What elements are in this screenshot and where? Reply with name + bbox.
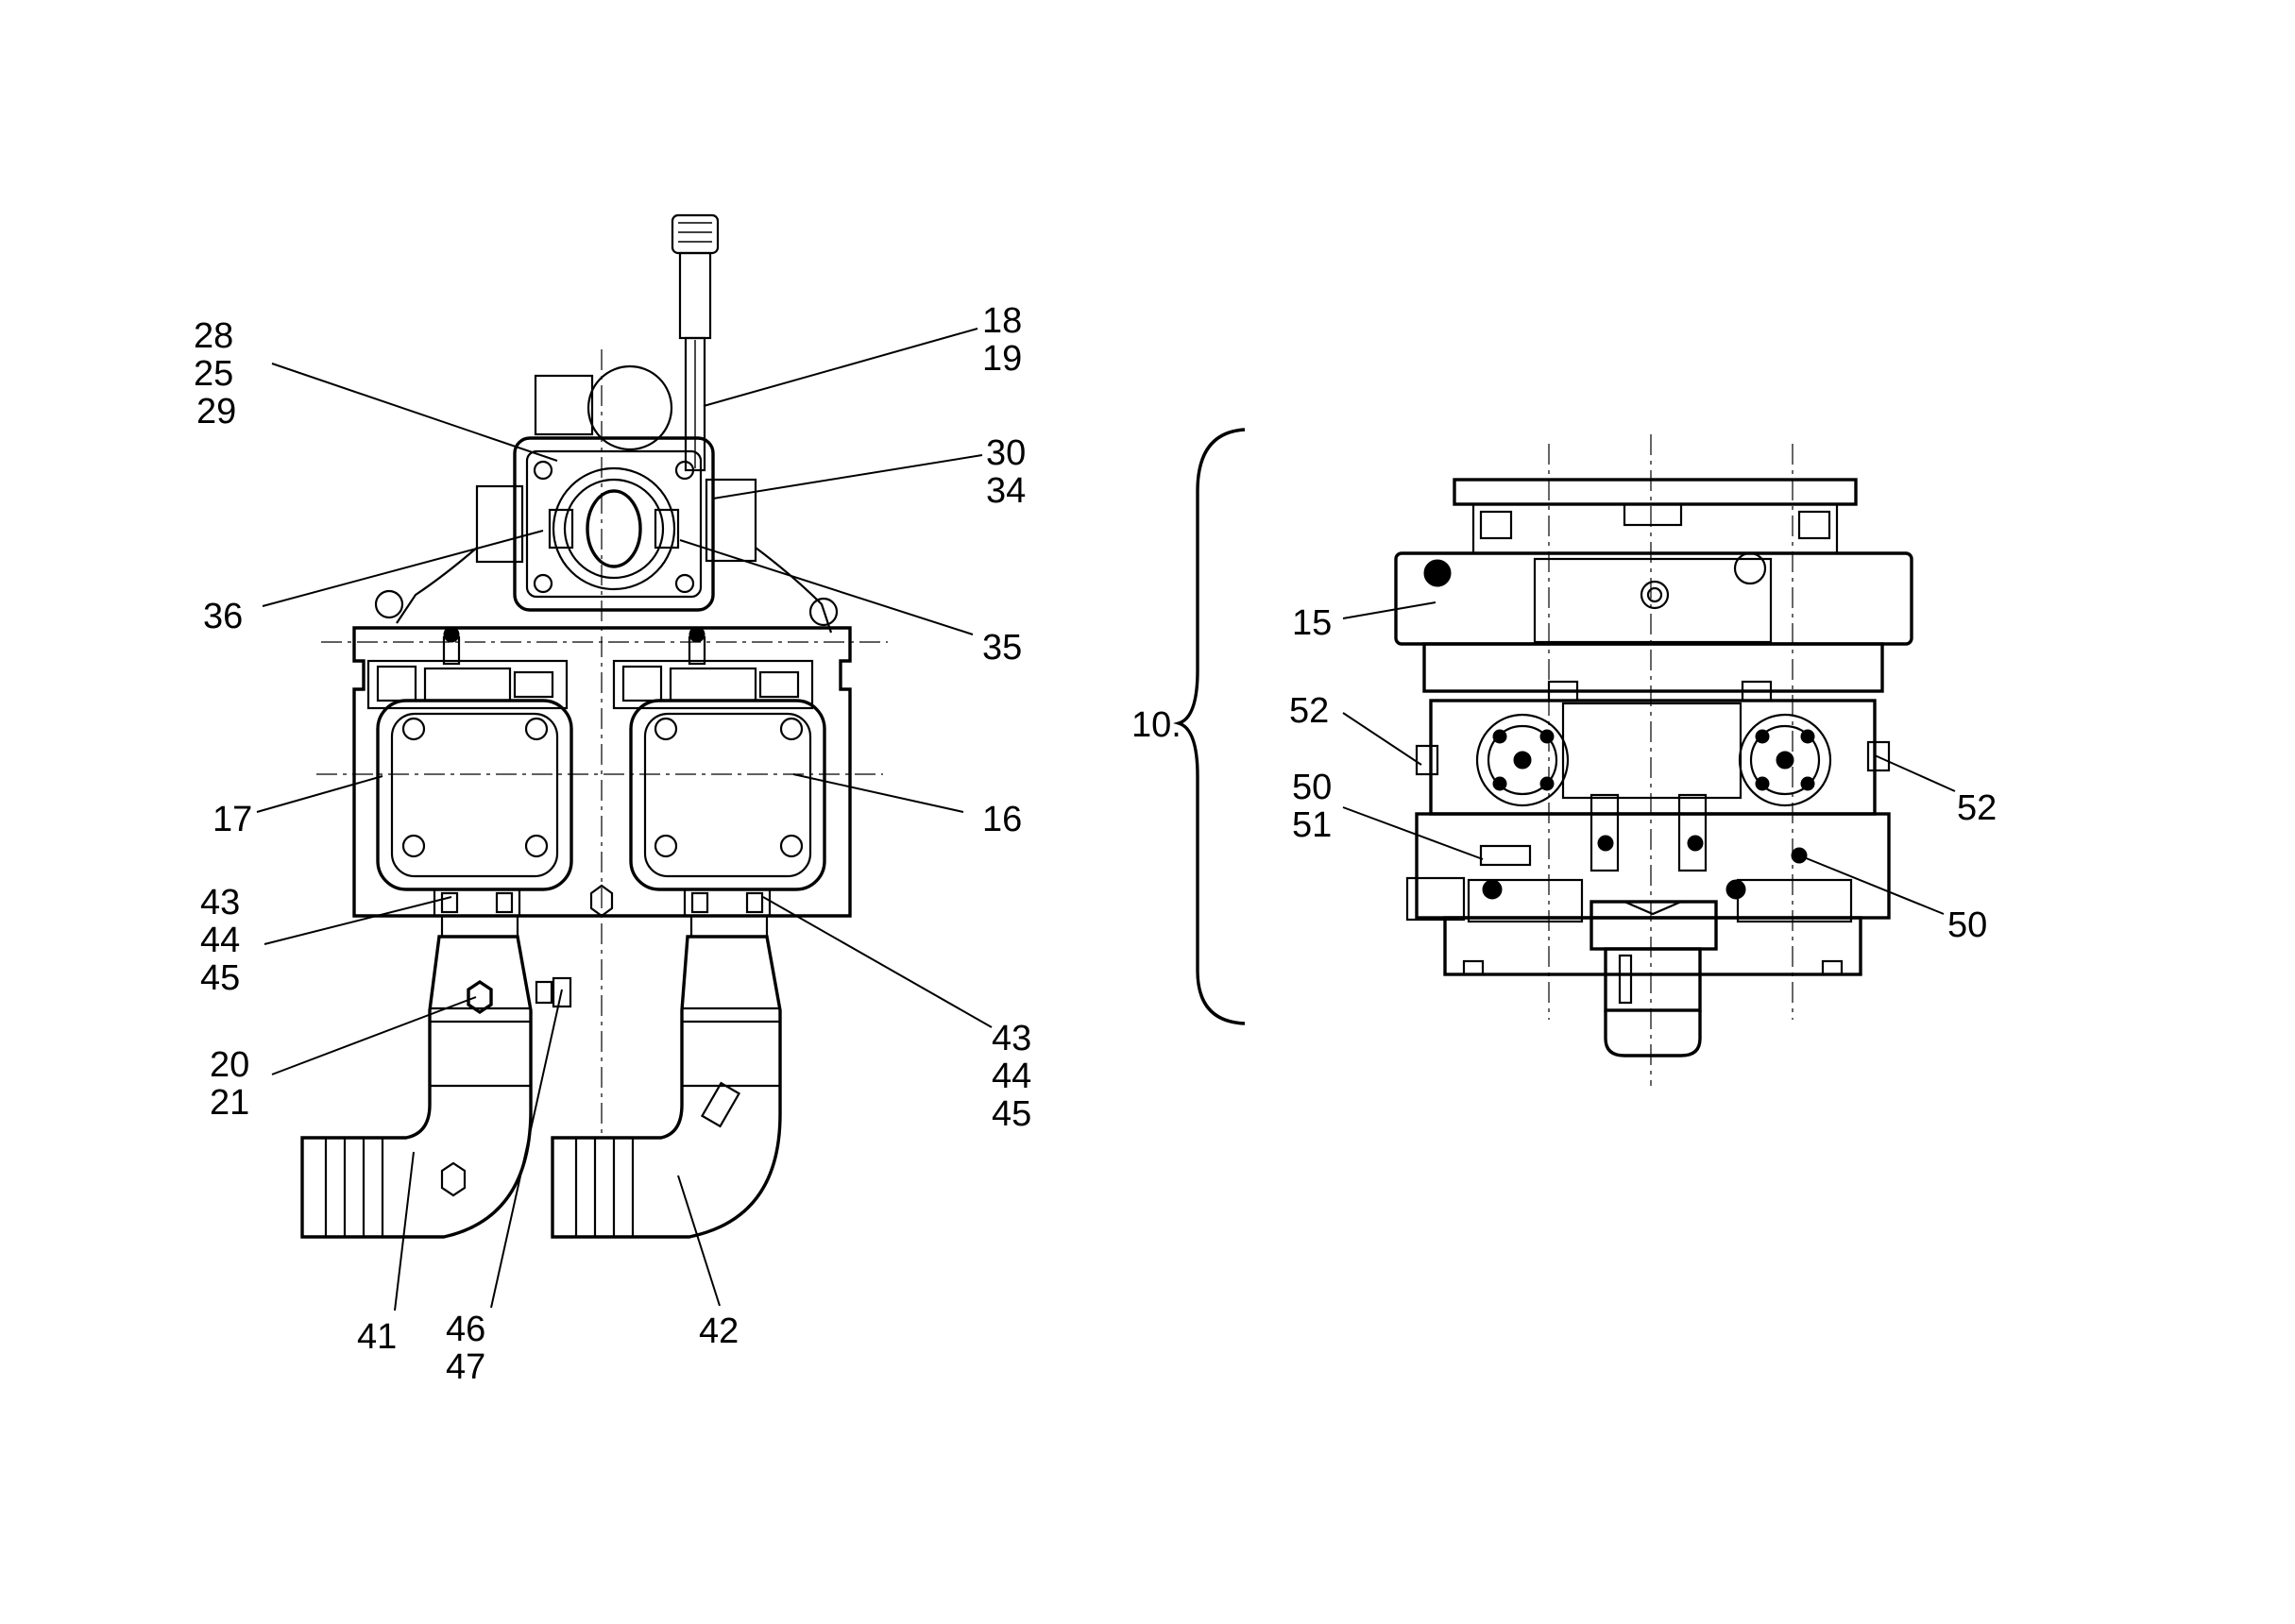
dipstick-handle: [671, 213, 720, 472]
manifold-base: [352, 589, 852, 918]
callout-45-right: 45: [992, 1094, 1031, 1134]
right-suction-elbow: [551, 914, 782, 1239]
callout-35: 35: [982, 628, 1022, 668]
callout-42: 42: [699, 1311, 739, 1351]
callout-46: 46: [446, 1310, 485, 1349]
callout-41: 41: [357, 1317, 397, 1357]
leader-lines-side: [1342, 601, 1956, 915]
callout-51: 51: [1292, 805, 1332, 845]
callout-44-right: 44: [992, 1057, 1031, 1096]
left-pump-unit: [366, 626, 573, 918]
callout-labels: 28 25 29 18 19 30 34 36 35 17 16 43 44 4…: [194, 301, 1997, 1387]
front-view-pump-assembly: [256, 213, 993, 1311]
callout-50-right: 50: [1947, 905, 1987, 945]
callout-52-left: 52: [1289, 691, 1329, 731]
callout-10: 10.: [1131, 705, 1182, 745]
callout-16: 16: [982, 800, 1022, 839]
callout-21: 21: [210, 1083, 249, 1123]
callout-18: 18: [982, 301, 1022, 341]
callout-45-left: 45: [200, 958, 240, 998]
callout-30: 30: [986, 433, 1026, 473]
left-suction-elbow: [300, 914, 572, 1239]
callout-15: 15: [1292, 603, 1332, 643]
callout-43-right: 43: [992, 1019, 1031, 1058]
callout-20: 20: [210, 1045, 249, 1085]
side-view-assembly: [1173, 428, 1956, 1086]
gearbox-housing: [396, 364, 833, 634]
callout-50-left: 50: [1292, 768, 1332, 807]
callout-43-left: 43: [200, 883, 240, 922]
leader-lines-front: [256, 328, 993, 1311]
callout-17: 17: [212, 800, 252, 839]
callout-28: 28: [194, 316, 233, 356]
callout-44-left: 44: [200, 921, 240, 960]
callout-34: 34: [986, 471, 1026, 511]
callout-29: 29: [196, 392, 236, 431]
callout-52-right: 52: [1957, 788, 1997, 828]
callout-36: 36: [203, 597, 243, 636]
callout-47: 47: [446, 1347, 485, 1387]
callout-25: 25: [194, 354, 233, 394]
assembly-brace: [1173, 428, 1246, 1025]
callout-19: 19: [982, 339, 1022, 379]
right-pump-unit: [589, 626, 826, 918]
